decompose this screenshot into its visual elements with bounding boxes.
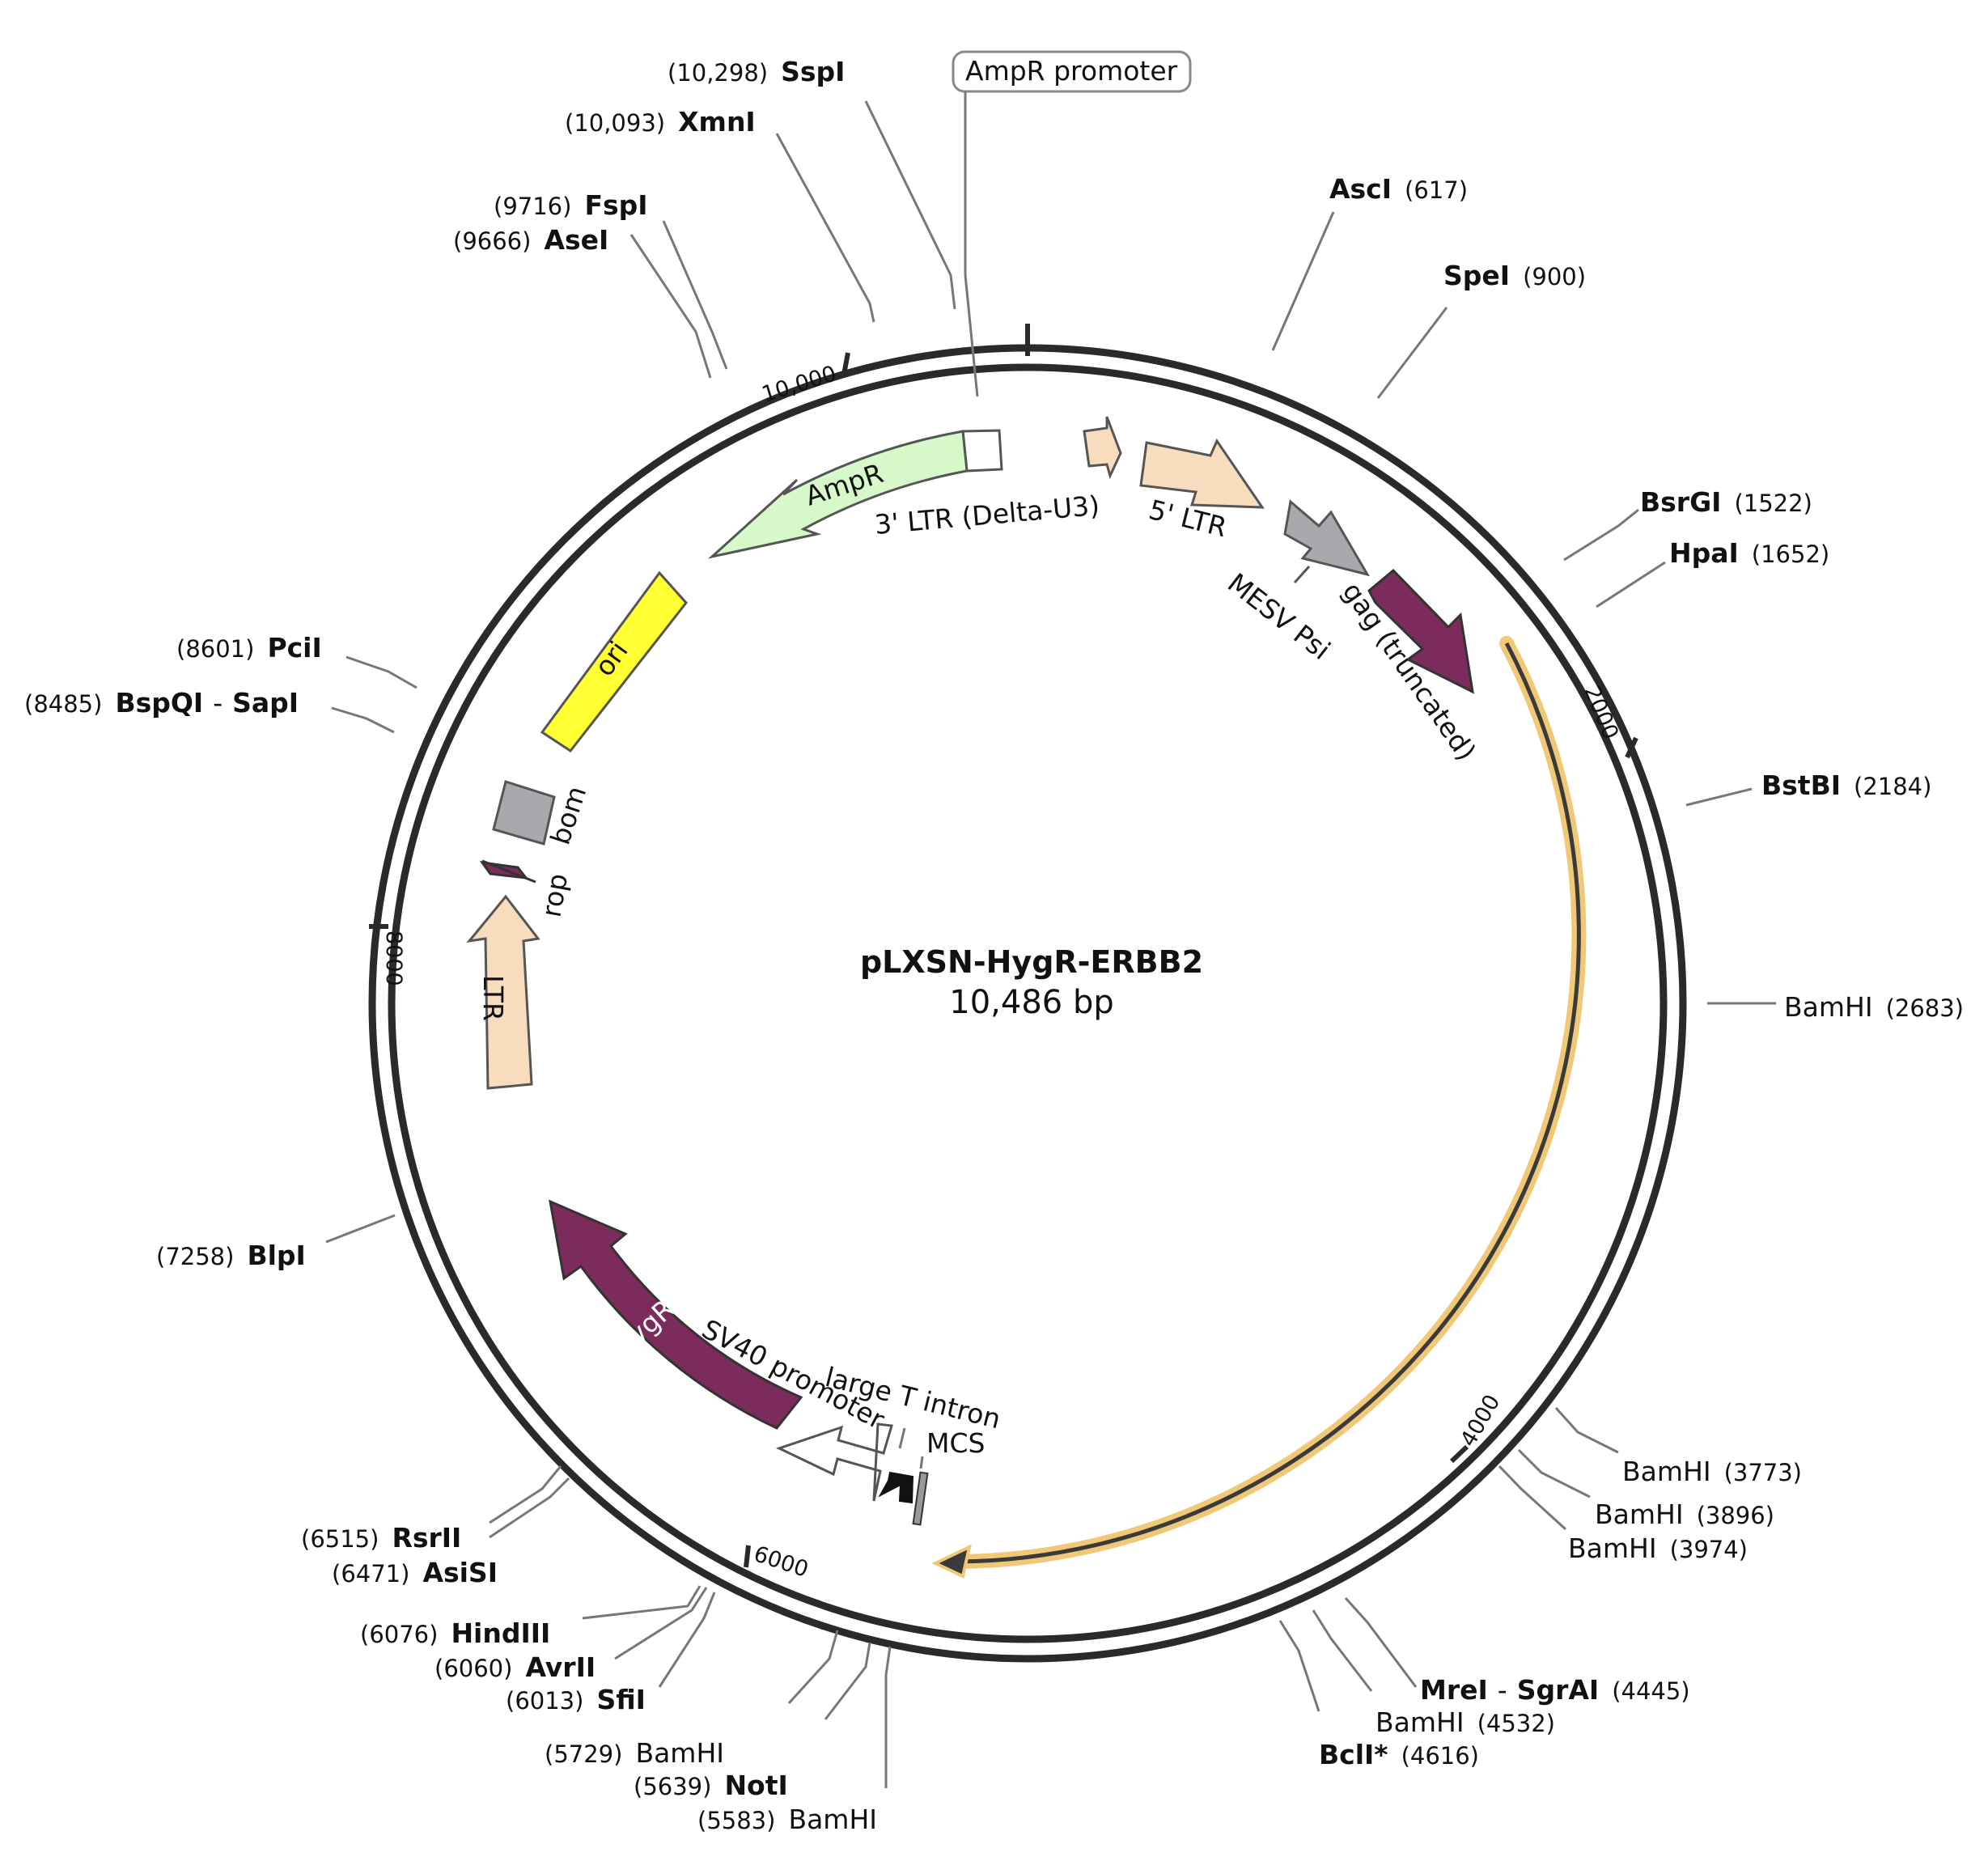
ltr5-arrow — [1139, 438, 1265, 509]
label-ampr-promoter: AmpR promoter — [965, 55, 1178, 87]
erbb2-insert-arc — [931, 636, 1587, 1579]
site-bspqi-sapi: (8485)BspQI-SapI — [24, 687, 299, 719]
mcs-block — [912, 1471, 929, 1526]
site-asei: (9666)AseI — [453, 224, 608, 256]
label-mesv-psi: MESV Psi — [1222, 567, 1336, 666]
site-mrei-sgrai: MreI-SgrAI(4445) — [1420, 1674, 1690, 1706]
ori-block — [540, 570, 688, 753]
label-mcs: MCS — [926, 1427, 985, 1459]
site-bsrgi: BsrGI(1522) — [1640, 486, 1812, 518]
backbone-inner-ring — [388, 363, 1668, 1643]
tick-label-8000: 8000 — [381, 930, 406, 986]
plasmid-title: pLXSN-HygR-ERBB2 — [860, 944, 1203, 980]
site-bamhi-2683: BamHI(2683) — [1784, 991, 1964, 1023]
label-bom: bom — [545, 782, 593, 849]
restriction-site-leaders — [325, 100, 1776, 1788]
sv40-promoter-arrow — [776, 1422, 893, 1502]
site-asisi: (6471)AsiSI — [332, 1557, 498, 1588]
tick-6000 — [744, 1545, 751, 1568]
ampr-promoter-arrow — [961, 429, 1003, 473]
site-bamhi-4532: BamHI(4532) — [1375, 1706, 1555, 1738]
mesv-psi-arrow — [1283, 499, 1371, 577]
ltr3-arrow — [1083, 416, 1122, 480]
bom-block — [492, 780, 556, 846]
site-bamhi-5583: (5583)BamHI — [697, 1804, 877, 1835]
tick-label-4000: 4000 — [1456, 1390, 1505, 1451]
restriction-site-labels: AscI(617) SpeI(900) BsrGI(1522) HpaI(165… — [24, 56, 1964, 1835]
site-bamhi-3773: BamHI(3773) — [1622, 1456, 1802, 1487]
site-bamhi-3896: BamHI(3896) — [1595, 1499, 1774, 1530]
hygr-arrow — [549, 1199, 803, 1430]
site-noti: (5639)NotI — [634, 1770, 788, 1801]
plasmid-length: 10,486 bp — [949, 984, 1113, 1021]
site-sfii: (6013)SfiI — [506, 1684, 646, 1715]
label-rop: rop — [535, 871, 574, 919]
label-ltr: LTR — [477, 975, 509, 1021]
large-t-intron-arrow — [878, 1471, 914, 1504]
feature-arrows — [466, 416, 1474, 1526]
tick-2000 — [1625, 736, 1638, 759]
site-blpi: (7258)BlpI — [156, 1240, 306, 1271]
tick-4000 — [1449, 1444, 1469, 1464]
ampr-promoter-callout — [952, 50, 1192, 93]
tick-10000 — [841, 352, 850, 375]
site-pcii: (8601)PciI — [176, 632, 322, 663]
label-ltr3: 3' LTR (Delta-U3) — [873, 490, 1100, 540]
site-bamhi-3974: BamHI(3974) — [1568, 1532, 1748, 1564]
site-bcli: BclI*(4616) — [1319, 1739, 1479, 1770]
ltr-arrow — [466, 894, 540, 1090]
gag-arrow — [1367, 568, 1474, 694]
site-avrii: (6060)AvrII — [434, 1651, 596, 1683]
label-large-t-intron: large T intron — [822, 1361, 1004, 1435]
feature-labels: AmpR AmpR promoter 3' LTR (Delta-U3) 5' … — [477, 50, 1482, 1469]
site-hpai: HpaI(1652) — [1669, 537, 1829, 569]
site-bstbi: BstBI(2184) — [1761, 769, 1931, 801]
site-asci: AscI(617) — [1329, 173, 1468, 205]
site-fspi: (9716)FspI — [494, 189, 648, 221]
site-spei: SpeI(900) — [1443, 260, 1586, 291]
site-rsrii: (6515)RsrII — [301, 1522, 461, 1554]
site-xmni: (10,093)XmnI — [565, 106, 756, 138]
site-sspi: (10,298)SspI — [668, 56, 845, 87]
site-bamhi-5729: (5729)BamHI — [545, 1737, 724, 1769]
ampr-arrow — [707, 430, 969, 559]
site-hindiii: (6076)HindIII — [360, 1617, 550, 1649]
